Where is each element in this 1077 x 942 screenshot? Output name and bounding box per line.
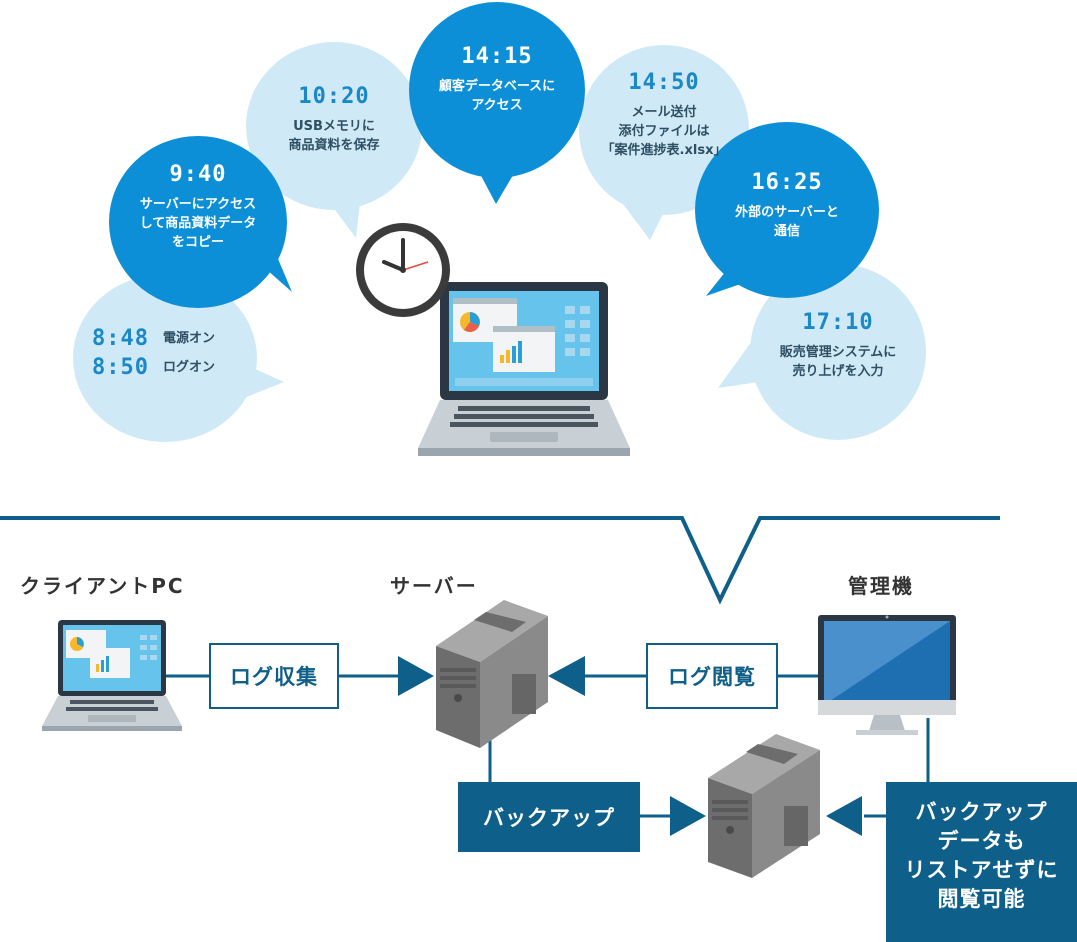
admin-label: 管理機 [848,574,914,598]
time-1415: 14:15 [461,44,533,69]
backup-box: バックアップ [458,782,640,852]
arrow-from-note [826,796,862,836]
event-0940-line1: サーバーにアクセス [139,197,257,212]
event-1625-line2: 通信 [773,224,800,239]
time-1710: 17:10 [802,310,874,335]
bubble-1415: 14:15 顧客データベースに アクセス [407,44,587,115]
bubble-1020: 10:20 USBメモリに 商品資料を保存 [244,84,424,155]
client-pc-label: クライアントPC [20,574,185,598]
time-0850: 8:50 [92,355,149,380]
event-0850: ログオン [162,360,215,375]
backup-note-line1: バックアップ [915,800,1048,824]
bubble-0940: 9:40 サーバーにアクセス して商品資料データ をコピー [108,162,288,252]
bubble-1625: 16:25 外部のサーバーと 通信 [697,170,877,241]
event-1710-line1: 販売管理システムに [779,345,897,360]
bubble-1625-shape [695,122,879,298]
arrow-to-server [398,656,434,696]
event-1710-line2: 売り上げを入力 [792,364,884,379]
time-0848: 8:48 [92,326,149,351]
event-0848: 電源オン [162,331,215,346]
event-1415-line2: アクセス [471,98,523,113]
log-collect-box: ログ収集 [209,643,339,709]
time-1450: 14:50 [628,70,700,95]
event-0940-line2: して商品資料データ [139,216,257,231]
backup-note-line4: 閲覧可能 [937,887,1026,911]
event-1450-line3: 「案件進捗表.xlsx」 [601,143,727,158]
bubble-0848-shape [73,274,284,442]
bubble-0940-shape [109,136,292,308]
main-laptop-icon [418,282,630,456]
log-view-box: ログ閲覧 [646,643,778,709]
clock-icon [356,223,450,317]
time-1020: 10:20 [298,84,370,109]
bubble-1710: 17:10 販売管理システムに 売り上げを入力 [748,310,928,381]
bubble-1020-shape [246,42,422,238]
event-1450-line1: メール送付 [631,105,697,120]
divider-line [0,516,1000,605]
event-1625-line1: 外部のサーバーと [735,205,839,220]
server-tower-icon [436,600,548,748]
bubble-1710-shape [718,264,926,440]
bubble-1450: 14:50 メール送付 添付ファイルは 「案件進捗表.xlsx」 [574,70,754,160]
time-1625: 16:25 [751,170,823,195]
server-label: サーバー [390,574,478,598]
backup-note-line3: リストアせずに [904,858,1059,882]
admin-monitor-icon [818,615,956,735]
event-1415-line1: 顧客データベースに [438,79,556,94]
event-1020-line2: 商品資料を保存 [288,138,380,153]
backup-note-line2: データも [937,829,1026,853]
event-1020-line1: USBメモリに [293,119,375,134]
backup-server-icon [708,734,820,878]
client-laptop-icon [42,620,182,731]
connectors [166,674,930,818]
time-0940: 9:40 [169,162,227,187]
event-1450-line2: 添付ファイルは [618,124,710,139]
event-0940-line3: をコピー [171,235,224,250]
arrow-from-admin [548,656,585,696]
backup-note-box: バックアップ データも リストアせずに 閲覧可能 [886,782,1077,942]
arrow-to-backup-server [670,796,706,836]
bubble-0848: 8:48 電源オン 8:50 ログオン [92,326,262,380]
arrowheads [398,656,862,836]
bubble-1415-shape [409,2,585,204]
